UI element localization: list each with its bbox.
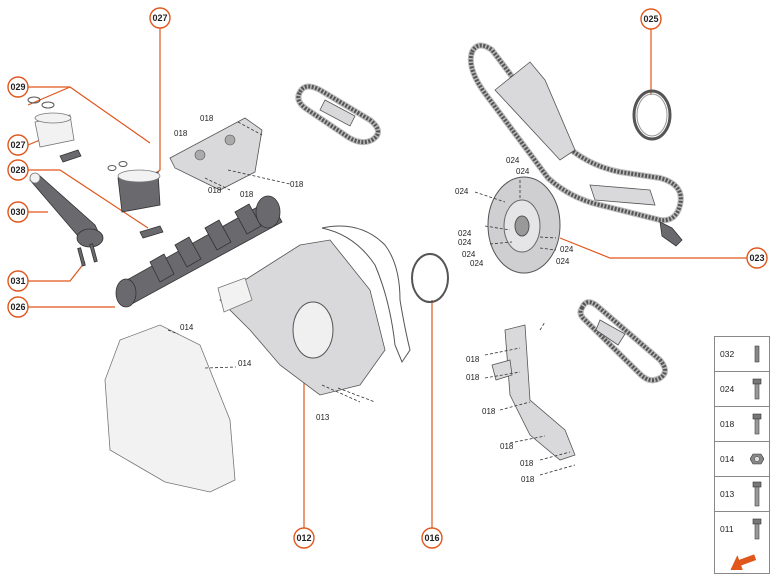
label-024: 024 [560, 245, 574, 254]
seal-ring-025 [632, 89, 672, 141]
fastener-legend: 032 024 018 014 013 011 [714, 336, 770, 574]
label-018: 018 [482, 407, 496, 416]
legend-row-032[interactable]: 032 [714, 336, 770, 371]
label-024: 024 [506, 156, 520, 165]
label-018: 018 [240, 190, 254, 199]
svg-text:027: 027 [152, 13, 167, 23]
label-018: 018 [466, 373, 480, 382]
timing-chain-large [467, 42, 684, 247]
legend-code: 014 [720, 454, 735, 464]
callout-028[interactable]: 028 [7, 159, 29, 181]
bracket-lower-right [484, 321, 576, 476]
legend-code: 024 [720, 384, 735, 394]
label-018: 018 [174, 129, 188, 138]
label-024: 024 [462, 250, 476, 259]
legend-row-011[interactable]: 011 [714, 511, 770, 546]
part-labels: 018 018 018 018 018 014 014 013 024 024 … [174, 114, 574, 484]
label-018: 018 [500, 442, 514, 451]
nut-icon [750, 448, 764, 470]
back-arrow-button[interactable] [714, 546, 770, 574]
cover-gasket [321, 225, 411, 364]
callout-025[interactable]: 025 [640, 8, 662, 30]
timing-chain-lower [577, 299, 668, 384]
piston-ring-upper-left [27, 96, 41, 104]
label-024: 024 [458, 238, 472, 247]
piston-group [27, 96, 164, 239]
pin-icon [750, 343, 764, 365]
svg-text:030: 030 [10, 207, 25, 217]
label-013: 013 [316, 413, 330, 422]
legend-code: 013 [720, 489, 735, 499]
connecting-rod [29, 172, 104, 267]
callout-029[interactable]: 029 [7, 76, 29, 98]
long-bolt-icon [750, 481, 764, 507]
svg-text:016: 016 [424, 533, 439, 543]
label-018: 018 [466, 355, 480, 364]
callout-031[interactable]: 031 [7, 270, 29, 292]
svg-text:026: 026 [10, 302, 25, 312]
legend-code: 018 [720, 419, 735, 429]
svg-text:029: 029 [10, 82, 25, 92]
label-018: 018 [200, 114, 214, 123]
label-018: 018 [208, 186, 222, 195]
piston-clip-a [107, 165, 117, 171]
piston-clip-b [118, 161, 128, 167]
svg-text:031: 031 [10, 276, 25, 286]
rod-bolt-b [89, 243, 98, 263]
lower-cover-014 [104, 324, 237, 493]
legend-row-024[interactable]: 024 [714, 371, 770, 406]
callout-023[interactable]: 023 [746, 247, 768, 269]
flywheel [474, 176, 561, 274]
bolt-icon [750, 378, 764, 400]
callout-027-top[interactable]: 027 [149, 7, 171, 29]
bolt-icon [750, 518, 764, 540]
rod-bolt-a [77, 247, 86, 267]
label-024: 024 [470, 259, 484, 268]
callout-016[interactable]: 016 [421, 527, 443, 549]
bolt-icon [750, 413, 764, 435]
svg-text:023: 023 [749, 253, 764, 263]
label-014: 014 [238, 359, 252, 368]
label-018: 018 [521, 475, 535, 484]
front-cover-012 [217, 239, 386, 403]
callout-030[interactable]: 030 [7, 201, 29, 223]
legend-row-013[interactable]: 013 [714, 476, 770, 511]
label-018: 018 [520, 459, 534, 468]
seal-ring-016 [411, 253, 449, 303]
upper-cover [169, 117, 291, 191]
piston-ring-upper-right [41, 101, 55, 109]
callout-012[interactable]: 012 [293, 527, 315, 549]
callout-027-left[interactable]: 027 [7, 134, 29, 156]
legend-row-014[interactable]: 014 [714, 441, 770, 476]
label-014: 014 [180, 323, 194, 332]
svg-text:028: 028 [10, 165, 25, 175]
label-024: 024 [455, 187, 469, 196]
label-024: 024 [458, 229, 472, 238]
timing-chain-small [295, 83, 381, 146]
piston-pin-upper [59, 149, 82, 163]
callout-026[interactable]: 026 [7, 296, 29, 318]
label-018: 018 [290, 180, 304, 189]
arrow-left-down-icon [730, 553, 757, 570]
crankshaft [115, 195, 283, 308]
legend-code: 032 [720, 349, 735, 359]
label-024: 024 [556, 257, 570, 266]
piston-pin-lower [139, 225, 164, 239]
legend-row-018[interactable]: 018 [714, 406, 770, 441]
exploded-parts-diagram: 027 029 027 028 030 031 026 025 023 012 … [7, 7, 768, 549]
label-024: 024 [516, 167, 530, 176]
legend-code: 011 [720, 524, 734, 534]
svg-text:027: 027 [10, 140, 25, 150]
svg-text:025: 025 [643, 14, 658, 24]
svg-text:012: 012 [296, 533, 311, 543]
